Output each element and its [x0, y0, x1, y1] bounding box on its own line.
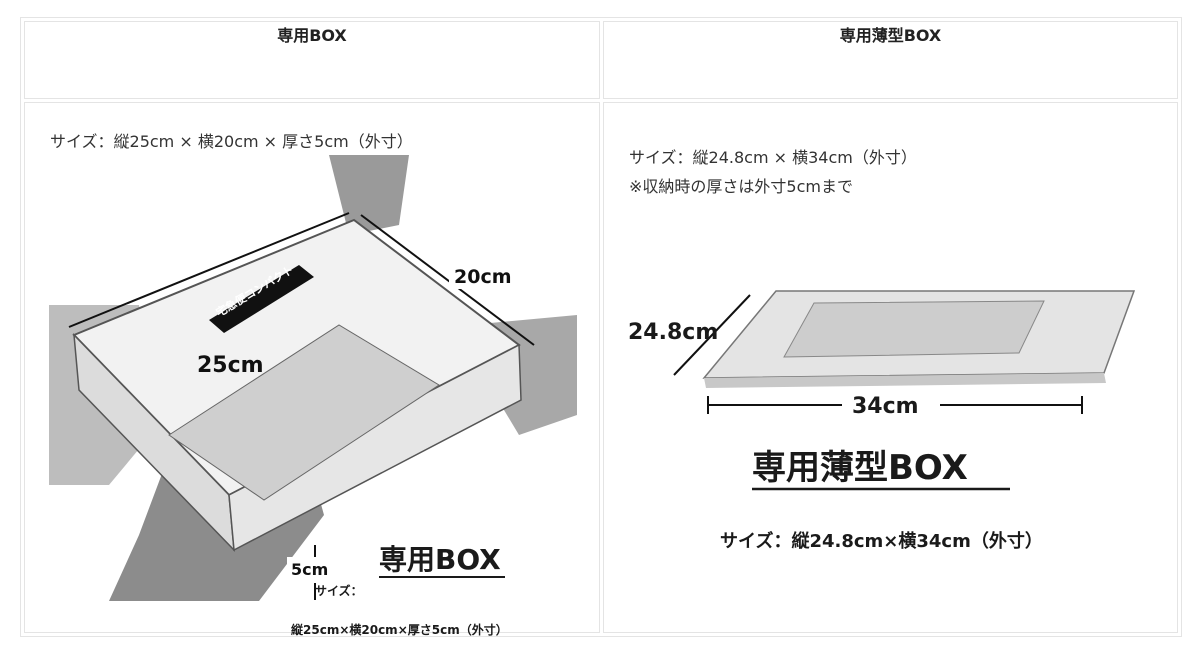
thickness-label-bg: [287, 557, 347, 584]
thin-box-spec: サイズ：縦24.8cm × 横34cm（外寸） ※収納時の厚さは外寸5cmまで: [629, 143, 917, 201]
length-dimension-line: [68, 212, 350, 329]
standard-box-image-title: 専用BOX: [379, 543, 501, 576]
header-thin-box: 専用薄型BOX: [603, 21, 1178, 100]
width-dimension-label: 20cm: [454, 266, 512, 288]
standard-box-caption-line2: 縦25cm×横20cm×厚さ5cm（外寸）: [291, 623, 508, 638]
shipping-label: [168, 324, 440, 501]
thin-box-image-caption: サイズ：縦24.8cm×横34cm（外寸）: [720, 530, 1043, 552]
width-dimension-label: 34cm: [852, 394, 919, 419]
standard-box-size-text: サイズ：縦25cm × 横20cm × 厚さ5cm（外寸）: [50, 132, 413, 152]
thin-box-photo: 24.8cm 34cm 専用薄型BOX サイズ：縦24.8cm×横34cm（外寸…: [628, 290, 1136, 552]
width-label-bg: [449, 263, 511, 290]
cell-standard-box: サイズ：縦25cm × 横20cm × 厚さ5cm（外寸） 宅急便コンパクト: [24, 102, 600, 637]
length-label-bg: [165, 351, 233, 378]
thin-box-note-text: ※収納時の厚さは外寸5cmまで: [629, 177, 853, 197]
length-value: 25cm: [197, 353, 264, 378]
depth-dimension-label: 24.8cm: [628, 320, 718, 345]
thickness-dimension-label: 5cm: [291, 560, 328, 579]
label-band: [209, 265, 314, 334]
standard-box-caption-line1: サイズ：: [315, 583, 363, 598]
cell-thin-box: サイズ：縦24.8cm × 横34cm（外寸） ※収納時の厚さは外寸5cmまで …: [603, 102, 1178, 633]
standard-box-spec: サイズ：縦25cm × 横20cm × 厚さ5cm（外寸）: [50, 127, 413, 156]
width-dimension-line: [360, 214, 535, 346]
thin-box-label: [783, 300, 1045, 358]
top-hand-shape: [329, 155, 409, 236]
depth-dimension-line: [673, 294, 751, 376]
box-comparison-table: 専用BOX 専用薄型BOX サイズ：縦25cm × 横20cm × 厚さ5cm（…: [20, 17, 1182, 637]
thin-box-size-text: サイズ：縦24.8cm × 横34cm（外寸）: [629, 148, 917, 168]
thin-box-image-title: 専用薄型BOX: [752, 448, 968, 488]
length-dimension-label: 25cm: [197, 353, 264, 378]
standard-box-photo: 宅急便コンパクト 25cm 20cm 5cm 専用BOX サイズ：: [49, 155, 577, 602]
header-standard-box: 専用BOX: [24, 21, 600, 100]
thin-box-edge: [704, 373, 1106, 389]
